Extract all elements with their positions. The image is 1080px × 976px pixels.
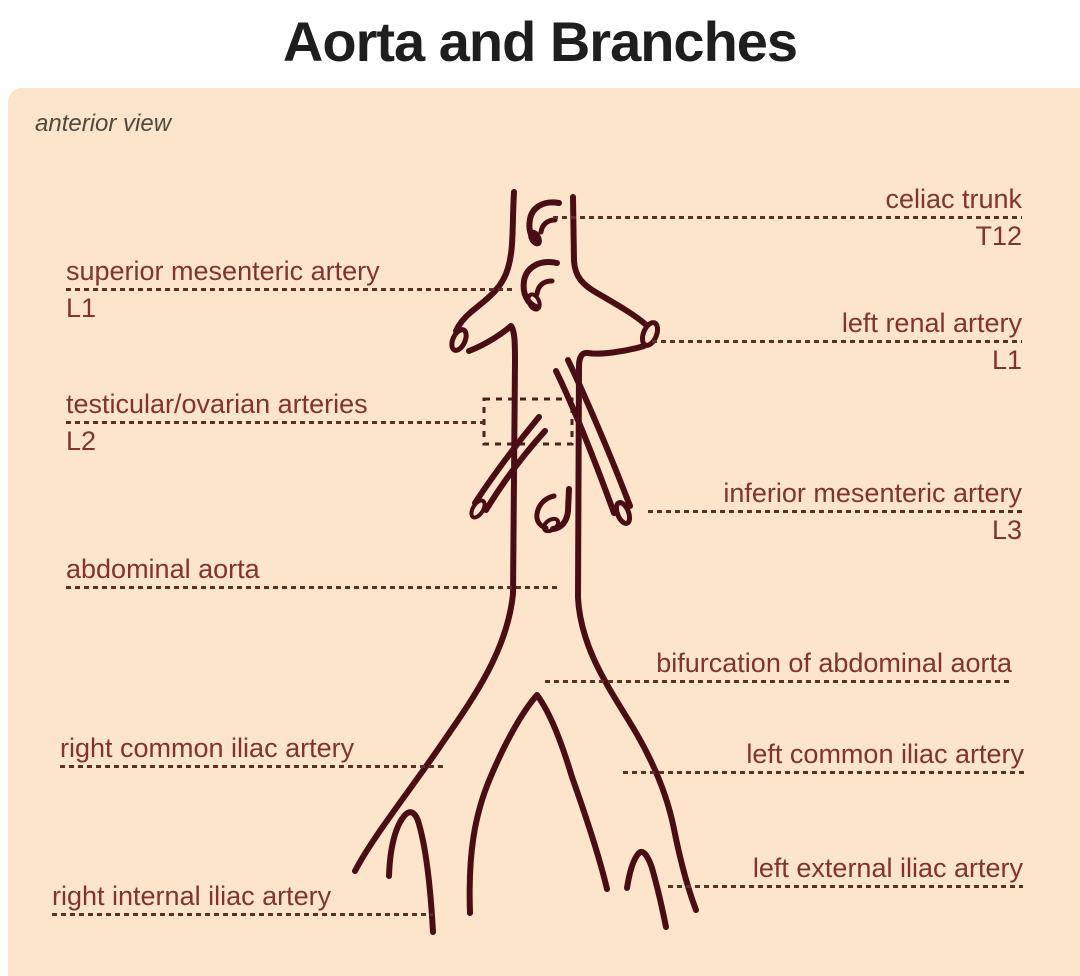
label-left-renal-artery-text: left renal artery — [841, 308, 1022, 338]
label-inferior-mesenteric-artery: inferior mesenteric artery L3 — [648, 478, 1022, 545]
label-left-external-iliac-artery: left external iliac artery — [668, 853, 1023, 888]
label-celiac-trunk-level: T12 — [975, 221, 1022, 251]
title-bar: Aorta and Branches — [0, 0, 1080, 88]
label-right-common-iliac-artery: right common iliac artery — [60, 733, 447, 768]
leader-inferior-mesenteric-artery — [648, 510, 1022, 513]
label-superior-mesenteric-artery-level: L1 — [66, 293, 97, 323]
leader-celiac-trunk — [553, 216, 1022, 219]
label-testicular-ovarian-arteries-level: L2 — [66, 426, 97, 456]
leader-left-common-iliac-artery — [623, 771, 1024, 774]
label-superior-mesenteric-artery-text: superior mesenteric artery — [66, 256, 380, 286]
leader-bifurcation — [545, 680, 1012, 683]
leader-right-common-iliac-artery — [60, 765, 447, 768]
label-left-common-iliac-artery: left common iliac artery — [623, 739, 1024, 774]
label-abdominal-aorta-text: abdominal aorta — [66, 554, 260, 584]
leader-right-internal-iliac-artery — [52, 913, 433, 916]
label-superior-mesenteric-artery: superior mesenteric artery L1 — [66, 256, 512, 323]
leader-left-renal-artery — [652, 340, 1022, 343]
label-left-external-iliac-artery-text: left external iliac artery — [752, 853, 1023, 883]
page-title: Aorta and Branches — [282, 10, 798, 73]
view-label: anterior view — [35, 110, 172, 137]
leader-left-external-iliac-artery — [668, 885, 1023, 888]
label-right-internal-iliac-artery: right internal iliac artery — [52, 881, 433, 916]
label-left-renal-artery: left renal artery L1 — [652, 308, 1022, 375]
leader-abdominal-aorta — [66, 586, 560, 589]
label-left-renal-artery-level: L1 — [991, 345, 1022, 375]
label-right-internal-iliac-artery-text: right internal iliac artery — [52, 881, 332, 911]
leader-testicular-ovarian-arteries — [66, 421, 484, 424]
leader-superior-mesenteric-artery — [66, 288, 512, 291]
label-celiac-trunk: celiac trunk T12 — [553, 184, 1022, 251]
label-bifurcation: bifurcation of abdominal aorta — [545, 648, 1012, 683]
label-inferior-mesenteric-artery-text: inferior mesenteric artery — [723, 478, 1022, 508]
label-inferior-mesenteric-artery-level: L3 — [991, 515, 1022, 545]
label-left-common-iliac-artery-text: left common iliac artery — [746, 739, 1024, 769]
label-testicular-ovarian-arteries-text: testicular/ovarian arteries — [66, 389, 368, 419]
label-abdominal-aorta: abdominal aorta — [66, 554, 560, 589]
label-testicular-ovarian-arteries: testicular/ovarian arteries L2 — [66, 389, 484, 456]
label-celiac-trunk-text: celiac trunk — [885, 184, 1022, 214]
label-bifurcation-text: bifurcation of abdominal aorta — [656, 648, 1012, 678]
label-right-common-iliac-artery-text: right common iliac artery — [60, 733, 355, 763]
